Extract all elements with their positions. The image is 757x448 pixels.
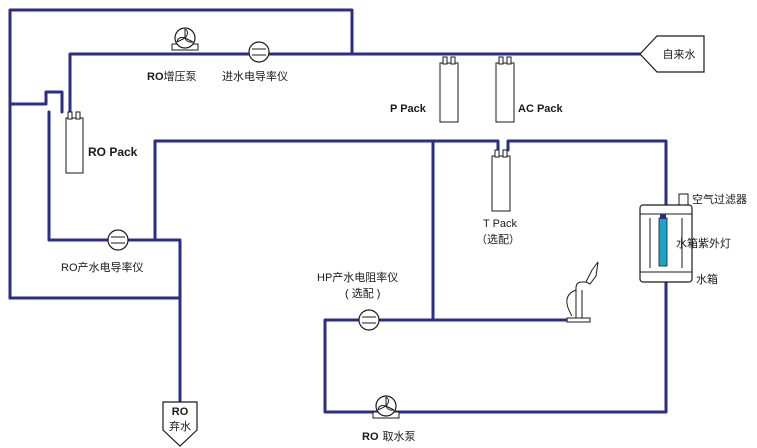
ro-booster-pump-icon [171,27,199,51]
pipe-network [8,8,668,414]
air-filter-icon [678,193,689,206]
uv-lamp-icon [658,214,668,267]
ro-reject-label-line2: 弃水 [169,419,191,433]
pipe-product-to-tank [153,139,500,242]
pipe-tpack-to-tank [506,139,668,207]
ro-pack-cartridge [65,111,84,174]
hp-resistivity-meter-icon [358,309,380,331]
pipe-inlet-line [68,52,642,114]
water-tank-label: 水箱 [696,272,718,286]
ro-reject-drain-icon [162,401,198,447]
pipe-ro-feed-loop [8,90,64,114]
tap-water-label: 自来水 [663,48,696,61]
ac-pack-label: AC Pack [518,103,564,115]
pipe-top-loop [8,8,354,300]
ro-dispense-pump-icon [372,395,400,419]
p-pack-cartridge [439,56,459,123]
dispenser-tap-icon [566,261,599,323]
pipe-ro-product [8,110,182,300]
pipe-tank-outlet [323,280,668,414]
p-pack-label: P Pack [390,103,427,115]
t-pack-optional-label: （选配） [476,233,520,246]
t-pack-label: T Pack [483,218,518,230]
inlet-conductivity-meter-icon [248,41,270,63]
booster-pump-label: RO增压泵 [147,69,197,83]
t-pack-cartridge [491,149,511,212]
tap-water-inlet-icon [639,35,705,73]
tank-uv-lamp-label: 水箱紫外灯 [676,236,731,250]
air-filter-label: 空气过滤器 [692,192,747,206]
ac-pack-cartridge [495,56,515,123]
ro-pack-label: RO Pack [88,145,138,159]
ro-product-conductivity-label: RO产水电导率仪 [61,260,144,274]
ro-reject-label-line1: RO [172,406,189,418]
inlet-conductivity-label: 进水电导率仪 [222,69,288,83]
ro-product-conductivity-meter-icon [107,229,129,251]
hp-resistivity-label: HP产水电阻率仪 [317,270,398,284]
hp-optional-label: ( 选配 ) [345,287,380,300]
